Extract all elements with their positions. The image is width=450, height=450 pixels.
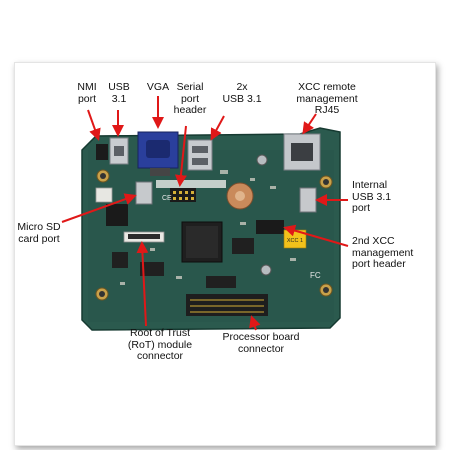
nmi-button (96, 144, 108, 160)
processor-edge-connector (186, 294, 268, 316)
rj45-port (283, 133, 321, 171)
ic-chip (112, 252, 128, 268)
ic-chip (232, 238, 254, 254)
label-usb31: USB 3.1 (108, 81, 130, 105)
micro-sd-slot (135, 181, 153, 205)
internal-usb-port (299, 187, 317, 213)
ic-chip (206, 276, 236, 288)
label-xcc-rj45: XCC remote management RJ45 (296, 81, 358, 116)
label-internal-usb31: Internal USB 3.1 port (352, 179, 392, 214)
label-second-xcc-header: 2nd XCC management port header (352, 235, 414, 270)
mount-hole (256, 154, 268, 166)
serial-header (170, 188, 196, 202)
usb-port-dual (187, 139, 213, 171)
fcc-mark: FC (310, 271, 321, 280)
label-micro-sd: Micro SD card port (17, 221, 61, 245)
label-rot-connector: Root of Trust (RoT) module connector (127, 327, 193, 362)
mount-hole (260, 264, 272, 276)
sticker-text: XCC 1 (287, 238, 303, 244)
edge-contacts (190, 299, 264, 313)
label-processor-connector: Processor board connector (222, 331, 300, 355)
label-nmi-port: NMI port (77, 81, 97, 105)
label-serial-port-header: Serial port header (173, 81, 207, 116)
xcc-header (256, 220, 284, 234)
ic-chip (140, 262, 164, 276)
jumper-block (106, 204, 128, 226)
label-dual-usb31: 2x USB 3.1 (222, 81, 262, 105)
ce-mark: CE (162, 195, 172, 202)
label-vga: VGA (146, 81, 170, 93)
